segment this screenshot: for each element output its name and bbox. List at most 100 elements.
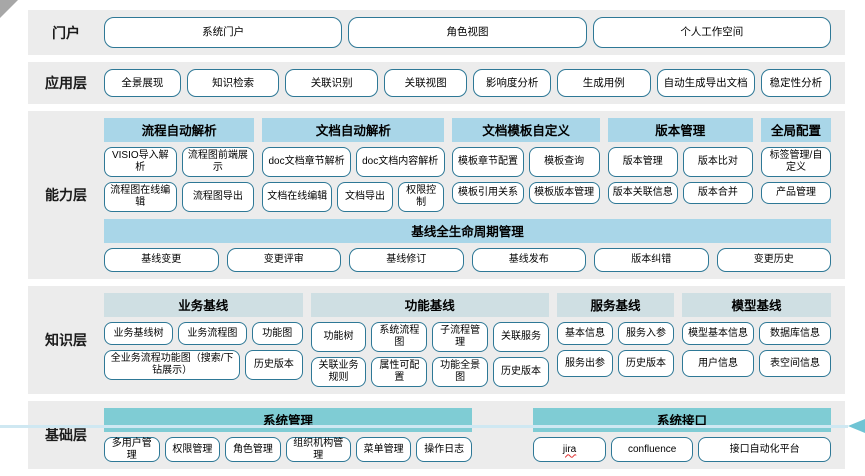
node-history-version-function: 历史版本 [493,357,549,387]
layer-capability: 能力层 流程自动解析 VISIO导入解析 流程图前端展示 流程图在线编辑 流程图… [28,111,845,279]
layer-label-capability: 能力层 [45,187,87,203]
node-history-version-business: 历史版本 [245,350,303,380]
node-basic-info: 基本信息 [556,322,613,345]
group-header-doc-template-custom: 文档模板自定义 [452,118,600,142]
left-arrow-icon [848,419,865,433]
group-header-service-baseline: 服务基线 [556,293,675,317]
node-template-query: 模板查询 [528,147,600,177]
group-model-baseline: 模型基线 模型基本信息 数据库信息 用户信息 表空间信息 [682,293,832,387]
node-service-output-params: 服务出参 [556,350,613,377]
node-baseline-release: 基线发布 [471,248,586,272]
node-full-business-process-function-map: 全业务流程功能图（搜索/下钻展示） [104,350,241,380]
node-change-review: 变更评审 [226,248,341,272]
node-function-tree: 功能树 [310,322,367,352]
node-menu-mgmt: 菜单管理 [355,437,412,462]
node-function-panorama: 功能全景图 [432,357,489,387]
node-version-merge: 版本合并 [682,182,753,204]
group-system-mgmt: 系统管理 多用户管理 权限管理 角色管理 组织机构管理 菜单管理 操作日志 [104,408,472,462]
group-header-doc-auto-parse: 文档自动解析 [262,118,445,142]
node-stability-analysis: 稳定性分析 [760,69,831,97]
node-tag-mgmt-custom: 标签管理/自定义 [760,147,831,177]
node-relation-view: 关联视图 [383,69,468,97]
node-model-basic-info: 模型基本信息 [682,322,755,345]
node-database-info: 数据库信息 [759,322,832,345]
node-business-baseline-tree: 业务基线树 [104,322,173,345]
group-header-global-config: 全局配置 [760,118,831,142]
group-process-auto-parse: 流程自动解析 VISIO导入解析 流程图前端展示 流程图在线编辑 流程图导出 [104,118,255,212]
node-flowchart-online-edit: 流程图在线编辑 [104,182,177,212]
node-panorama-display: 全景展现 [104,69,181,97]
architecture-diagram: 门户 系统门户 角色视图 个人工作空间 应用层 全景展现 知识检索 关联识别 关… [28,10,845,476]
node-jira-label: jira [562,443,577,455]
node-personal-workspace: 个人工作空间 [592,17,831,48]
corner-fold-decoration [0,0,18,18]
node-baseline-change: 基线变更 [104,248,219,272]
group-doc-template-custom: 文档模板自定义 模板章节配置 模板查询 模板引用关系 模板版本管理 [452,118,600,212]
node-tablespace-info: 表空间信息 [759,350,832,377]
group-business-baseline: 业务基线 业务基线树 业务流程图 功能图 全业务流程功能图（搜索/下钻展示） 历… [104,293,303,387]
group-system-interface: 系统接口 jira confluence 接口自动化平台 [533,408,831,462]
layer-foundation: 基础层 系统管理 多用户管理 权限管理 角色管理 组织机构管理 菜单管理 操作日… [28,401,845,469]
node-permission-control: 权限控制 [397,182,445,212]
node-business-flowchart: 业务流程图 [177,322,247,345]
node-change-history: 变更历史 [716,248,831,272]
node-doc-content-parse: doc文档内容解析 [355,147,445,177]
group-function-baseline: 功能基线 功能树 系统流程图 子流程管理 关联服务 关联业务规则 属性可配置 功… [310,293,549,387]
node-system-flowchart: 系统流程图 [371,322,428,352]
node-knowledge-search: 知识检索 [186,69,280,97]
group-header-business-baseline: 业务基线 [104,293,303,317]
group-global-config: 全局配置 标签管理/自定义 产品管理 [760,118,831,212]
node-operation-log: 操作日志 [416,437,472,462]
node-user-info: 用户信息 [682,350,755,377]
node-template-version-mgmt: 模板版本管理 [528,182,600,204]
node-permission-mgmt: 权限管理 [164,437,221,462]
node-relation-recognition: 关联识别 [285,69,378,97]
node-role-mgmt: 角色管理 [225,437,281,462]
node-flowchart-export: 流程图导出 [181,182,255,212]
group-service-baseline: 服务基线 基本信息 服务入参 服务出参 历史版本 [556,293,675,387]
layer-label-knowledge: 知识层 [45,332,87,348]
node-attribute-configurable: 属性可配置 [371,357,428,387]
node-related-business-rules: 关联业务规则 [310,357,367,387]
node-impact-analysis: 影响度分析 [473,69,551,97]
node-history-version-service: 历史版本 [618,350,675,377]
node-jira: jira [533,437,607,462]
node-multi-user-mgmt: 多用户管理 [104,437,160,462]
group-header-baseline-lifecycle: 基线全生命周期管理 [104,219,831,243]
node-confluence: confluence [611,437,694,462]
group-header-model-baseline: 模型基线 [682,293,832,317]
layer-portal: 门户 系统门户 角色视图 个人工作空间 [28,10,845,55]
node-version-compare: 版本比对 [682,147,753,177]
layer-knowledge: 知识层 业务基线 业务基线树 业务流程图 功能图 全业务流程功能图（搜索/下钻展… [28,286,845,394]
node-subprocess-mgmt: 子流程管理 [432,322,489,352]
node-related-services: 关联服务 [493,322,549,352]
layer-label-foundation: 基础层 [45,427,87,443]
node-version-relation-info: 版本关联信息 [607,182,678,204]
node-doc-chapter-parse: doc文档章节解析 [262,147,351,177]
node-auto-generate-export-doc: 自动生成导出文档 [656,69,755,97]
node-doc-online-edit: 文档在线编辑 [262,182,333,212]
node-flowchart-frontend-display: 流程图前端展示 [181,147,255,177]
node-doc-export: 文档导出 [337,182,393,212]
node-visio-import-parse: VISIO导入解析 [104,147,177,177]
node-version-error-correction: 版本纠错 [594,248,709,272]
node-product-mgmt: 产品管理 [760,182,831,204]
node-template-chapter-config: 模板章节配置 [452,147,524,177]
node-function-diagram: 功能图 [251,322,303,345]
node-version-mgmt: 版本管理 [607,147,678,177]
group-version-mgmt: 版本管理 版本管理 版本比对 版本关联信息 版本合并 [607,118,753,212]
group-header-function-baseline: 功能基线 [310,293,549,317]
group-header-version-mgmt: 版本管理 [607,118,753,142]
node-system-portal: 系统门户 [104,17,343,48]
layer-label-application: 应用层 [45,75,87,91]
node-template-reference-relation: 模板引用关系 [452,182,524,204]
layer-application: 应用层 全景展现 知识检索 关联识别 关联视图 影响度分析 生成用例 自动生成导… [28,62,845,104]
node-service-input-params: 服务入参 [618,322,675,345]
node-org-structure-mgmt: 组织机构管理 [285,437,351,462]
group-doc-auto-parse: 文档自动解析 doc文档章节解析 doc文档内容解析 文档在线编辑 文档导出 权… [262,118,445,212]
bottom-accent-line [0,425,848,428]
node-role-view: 角色视图 [348,17,587,48]
node-interface-automation-platform: 接口自动化平台 [698,437,831,462]
group-header-process-auto-parse: 流程自动解析 [104,118,255,142]
group-header-system-interface: 系统接口 [533,408,831,432]
